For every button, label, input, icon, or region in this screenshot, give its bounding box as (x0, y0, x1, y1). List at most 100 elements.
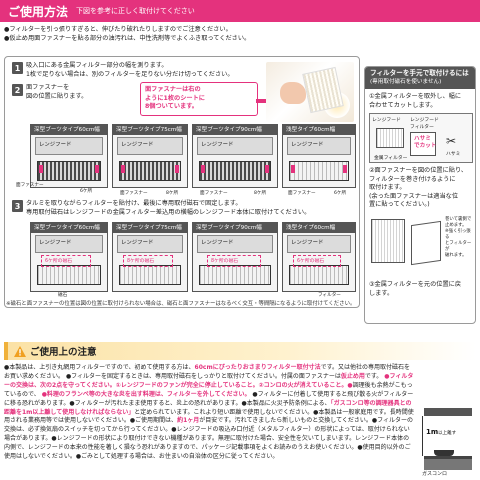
fastener-marker (95, 165, 99, 173)
notice-highlight: 仮止め用 (340, 372, 365, 380)
hood-type-label: 深型ブーツタイプ75cm幅 (113, 223, 187, 233)
hood-name: レンジフード (121, 142, 154, 148)
hood-diagram: 深型ブーツタイプ75cm幅 レンジフード 8ケ所の磁石 (112, 222, 188, 292)
scissors-label: ハサミ (446, 152, 461, 157)
side-step-2-line: 置に貼ってください。) (369, 201, 430, 209)
page-subtitle: 下図を参考に正しく取付けてください (76, 7, 195, 15)
fastener-label: 面ファスナー (200, 191, 228, 196)
hood-type-label: 深型ブーツタイプ75cm幅 (113, 125, 187, 135)
fastener-count: 6ケ所 (80, 189, 93, 194)
side-step-2-line: (余った面ファスナーは適当な位 (369, 192, 459, 200)
magnet-count: 6ケ所の磁石 (45, 259, 73, 264)
paper-filter (37, 265, 101, 285)
callout-line: ように1枚のシートに (145, 94, 205, 102)
paper-filter (289, 265, 349, 285)
fastener-sheet-photo (266, 62, 354, 122)
step-3-line: タルミを取りながらフィルターを貼付け、最後に専用取付磁石で固定します。 (26, 200, 242, 207)
fastener-marker (201, 165, 205, 173)
notice-text: ●本製品は、上引き丸網用フィルターですので、初めて使用する方は、 (4, 364, 195, 371)
notice-text: ●フィルターを固定するときは、専用取付磁石をしっかりと取付けてください。付属の面… (65, 372, 341, 380)
hood-body (197, 235, 273, 253)
hood-diagram: 深型ブーツタイプ75cm幅 レンジフード (112, 124, 188, 188)
hood-name: レンジフード (39, 142, 72, 148)
fastener-marker (175, 165, 179, 173)
fastener-count: 8ケ所 (254, 191, 267, 196)
metal-filter (37, 161, 101, 181)
callout-line: 8個ついています。 (145, 103, 198, 110)
distance-suffix: 以上離す (438, 431, 457, 436)
header-bar: ご使用方法 下図を参考に正しく取付けてください (0, 0, 480, 22)
notice-text: が目安です。汚れてきましたら新しいものと交換してください。●フィルターの交換は、… (4, 417, 414, 461)
hood-name: レンジフード (39, 240, 72, 246)
side-step-1-line: ①金属フィルターを取外し、幅に (369, 93, 462, 100)
step-number-1: 1 (12, 62, 23, 74)
hood-name: レンジフード (121, 240, 154, 246)
hood-type-label: 深型ブーツタイプ60cm幅 (31, 223, 107, 233)
intro-line: ●仮止め用面ファスナーを貼る部分の油汚れは、中性洗剤等でよくふき取ってください。 (4, 35, 251, 42)
notice-text: です。 (364, 372, 383, 380)
fastener-count: 8ケ所 (166, 191, 179, 196)
wrap-note: 巻いて裏側で 止めます。 ※強く引っ張る とフィルターが 破れます。 (445, 217, 473, 259)
cut-diagram: レンジフード レンジフード フィルター ハサミ でカット ✂ ハサミ 金属フィル… (369, 113, 473, 163)
paper-filter (199, 265, 271, 285)
step-2-line: 図の位置に貼ります。 (26, 92, 88, 100)
wrap-note-line: 止めます。 (445, 223, 467, 228)
side-step-2-line: フィルターを巻き付けるように (369, 175, 456, 183)
notice-text: 調理後も余熱がこもっているので、 (4, 381, 413, 398)
step-1-text: 吸入口にある金属フィルター部分の幅を測ります。 1枚で足りない場合は、別のフィル… (26, 62, 256, 79)
side-title-line: (専用取付磁石を使いません) (370, 79, 442, 85)
metal-filter (199, 161, 271, 181)
fastener-sheet (302, 66, 344, 114)
metal-filter (119, 161, 181, 181)
step-2-line: 面ファスナーを (26, 84, 70, 91)
side-step-2-line: ②面ファスナーを図の位置に貼り、 (369, 167, 468, 174)
hood-body (287, 235, 351, 253)
stove-silhouette (424, 456, 472, 470)
side-filter-label: フィルター (410, 125, 434, 130)
hood-diagram: 浅型タイプ60cm幅 レンジフード 6ケ所の磁石 (282, 222, 356, 292)
wrap-diagram: 巻いて裏側で 止めます。 ※強く引っ張る とフィルターが 破れます。 (369, 213, 473, 273)
side-step-2: ②面ファスナーを図の位置に貼り、 フィルターを巻き付けるように 取付けます。 (… (369, 167, 467, 210)
fastener-marker (265, 165, 269, 173)
side-hood-label: レンジフード (372, 118, 401, 123)
notice-text: と定められています。これより短い距離で使用しないでください。●本製品は一般家庭用… (4, 408, 414, 425)
hood-diagram: 深型ブーツタイプ60cm幅 レンジフード 6ケ所の磁石 (30, 222, 108, 292)
side-title-line: フィルターを手元で取付けるには (370, 69, 469, 77)
cut-label-line: でカット (414, 143, 437, 149)
filter-label: フィルター (318, 293, 341, 298)
metal-filter (289, 161, 349, 181)
step-1-line: 吸入口にある金属フィルター部分の幅を測ります。 (26, 62, 168, 69)
side-step-2-line: 取付けます。 (369, 184, 406, 192)
hood-body (197, 137, 273, 155)
step-number-3: 3 (12, 200, 23, 212)
filter-back (411, 220, 441, 266)
side-step-3-line: します。 (369, 289, 394, 297)
fastener-label: 面ファスナー (120, 191, 148, 196)
steps-footnote: ※磁石と面ファスナーの位置は図の位置に取付けられない場合は、磁石と面ファスナーは… (6, 301, 356, 307)
cut-label: ハサミ でカット (414, 136, 436, 150)
hood-name: レンジフード (291, 240, 324, 246)
magnet-position-box (293, 255, 341, 267)
fastener-marker (121, 165, 125, 173)
notice-body: ●本製品は、上引き丸網用フィルターですので、初めて使用する方は、60cmにぴった… (4, 364, 414, 462)
magnet-position-box (41, 255, 91, 267)
side-step-1: ①金属フィルターを取外し、幅に 合わせてカットします。 (369, 93, 461, 110)
step-number-2: 2 (12, 84, 23, 96)
stove-distance-figure: 1m以上離す ガスコンロ (420, 408, 476, 477)
notice-highlight: ●料理のフランベ等の大きな炎を出す料理は、フィルターを外してください。 (41, 390, 251, 398)
paper-filter (119, 265, 181, 285)
fastener-marker (343, 165, 347, 173)
hood-name: レンジフード (201, 240, 234, 246)
hood-type-label: 浅型タイプ60cm幅 (283, 223, 355, 233)
notice-highlight: 60cmにぴったりおさまりフィルター取付寸法 (194, 364, 321, 371)
notice-text: です。又は他社の専用取付磁石をお買い求めください。 (4, 364, 410, 380)
side-hood-label: レンジフード (410, 118, 439, 123)
filter-sheet (410, 132, 436, 156)
notice-text: ●フィルターに付着して使用すると飛び散る火がフィルターに移る恐れがあります。●フ… (4, 390, 414, 407)
step-2-text: 面ファスナーを 図の位置に貼ります。 (26, 84, 126, 101)
distance-value: 1m (426, 428, 439, 436)
side-step-1-line: 合わせてカットします。 (369, 101, 437, 109)
metal-filter-sheet (376, 128, 404, 148)
step-3-text: タルミを取りながらフィルターを貼付け、最後に専用取付磁石で固定します。 専用取付… (26, 200, 356, 217)
hood-silhouette (424, 408, 472, 416)
